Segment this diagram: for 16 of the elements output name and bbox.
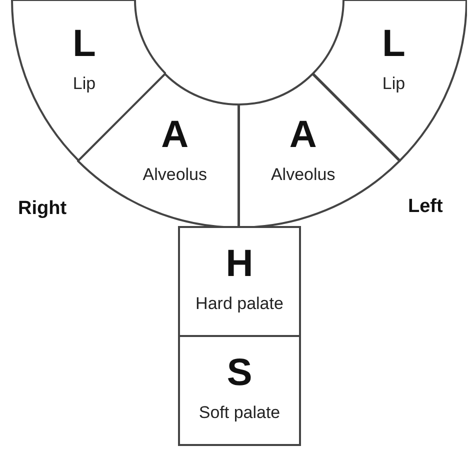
region-label: Alveolus bbox=[270, 164, 336, 185]
letter-code: L bbox=[382, 24, 406, 64]
palate-box bbox=[178, 335, 301, 446]
palate-box bbox=[178, 226, 301, 337]
side-label: Left bbox=[408, 196, 443, 218]
region-label: Soft palate bbox=[198, 402, 280, 422]
region-label: Lip bbox=[72, 74, 96, 94]
side-label: Right bbox=[18, 198, 67, 220]
letter-code: A bbox=[161, 114, 189, 155]
letter-code: H bbox=[226, 244, 254, 284]
region-label: Hard palate bbox=[196, 294, 284, 314]
letter-code: S bbox=[226, 352, 252, 392]
region-label: Alveolus bbox=[142, 164, 208, 185]
letter-code: A bbox=[289, 114, 317, 155]
region-label: Lip bbox=[382, 74, 406, 94]
letter-code: L bbox=[72, 24, 96, 64]
